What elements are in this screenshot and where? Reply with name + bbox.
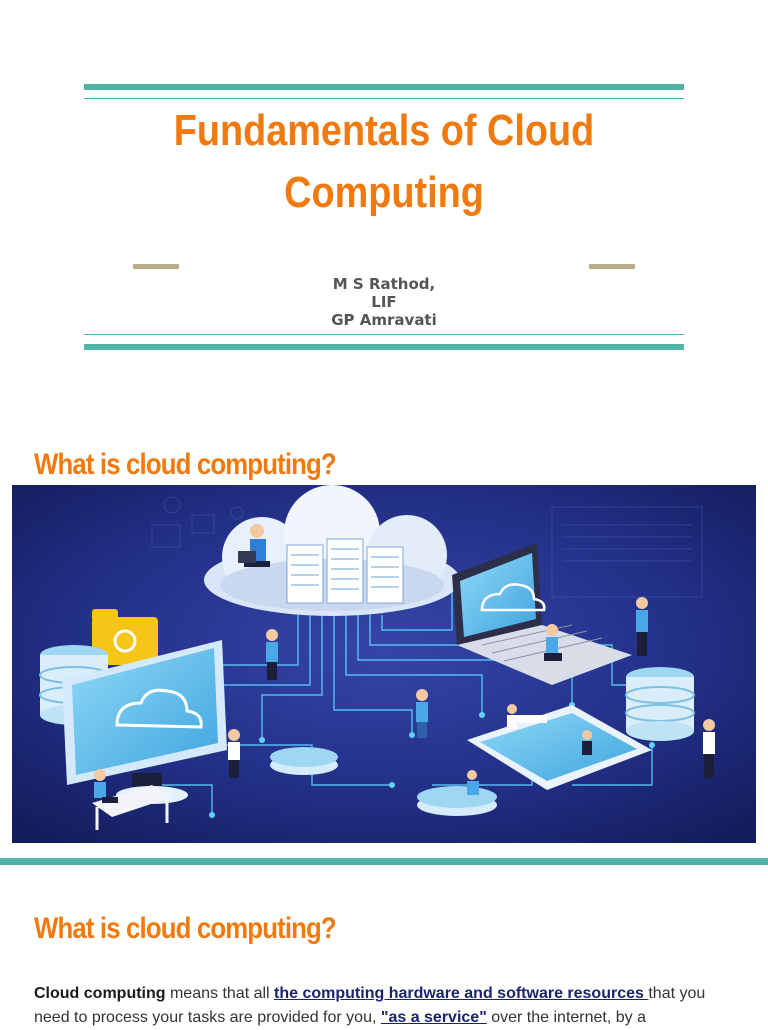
top-thin-rule <box>84 98 684 99</box>
paragraph-text-2: that you need to process your tasks are … <box>34 985 706 1026</box>
slide-title-line2: Computing <box>284 168 484 217</box>
link-as-a-service[interactable]: "as a service" <box>380 1009 487 1026</box>
author-institute: GP Amravati <box>331 311 437 329</box>
link-computing-resources[interactable]: the computing hardware and software reso… <box>274 985 649 1002</box>
left-tan-bar <box>133 264 179 269</box>
paragraph-text-3: over the internet, by a <box>486 1009 646 1026</box>
slide2-heading: What is cloud computing? <box>34 448 337 481</box>
right-tan-bar <box>589 264 635 269</box>
top-thick-rule <box>84 84 684 90</box>
bottom-thin-rule <box>84 334 684 335</box>
paragraph-text-1: means that all <box>165 985 275 1002</box>
author-designation: LIF <box>371 293 397 311</box>
bottom-thick-rule <box>84 344 684 350</box>
author-block: M S Rathod, LIF GP Amravati <box>84 275 684 329</box>
cloud-computing-illustration <box>12 485 756 843</box>
slide-divider-rule <box>0 858 768 865</box>
term-cloud-computing: Cloud computing <box>34 985 166 1002</box>
slide-title-line1: Fundamentals of Cloud <box>173 106 595 155</box>
slide3-heading: What is cloud computing? <box>34 912 337 945</box>
slide-title: Fundamentals of Cloud Computing <box>126 100 642 224</box>
author-name: M S Rathod, <box>332 275 436 293</box>
definition-paragraph: Cloud computing means that all the compu… <box>34 982 734 1030</box>
